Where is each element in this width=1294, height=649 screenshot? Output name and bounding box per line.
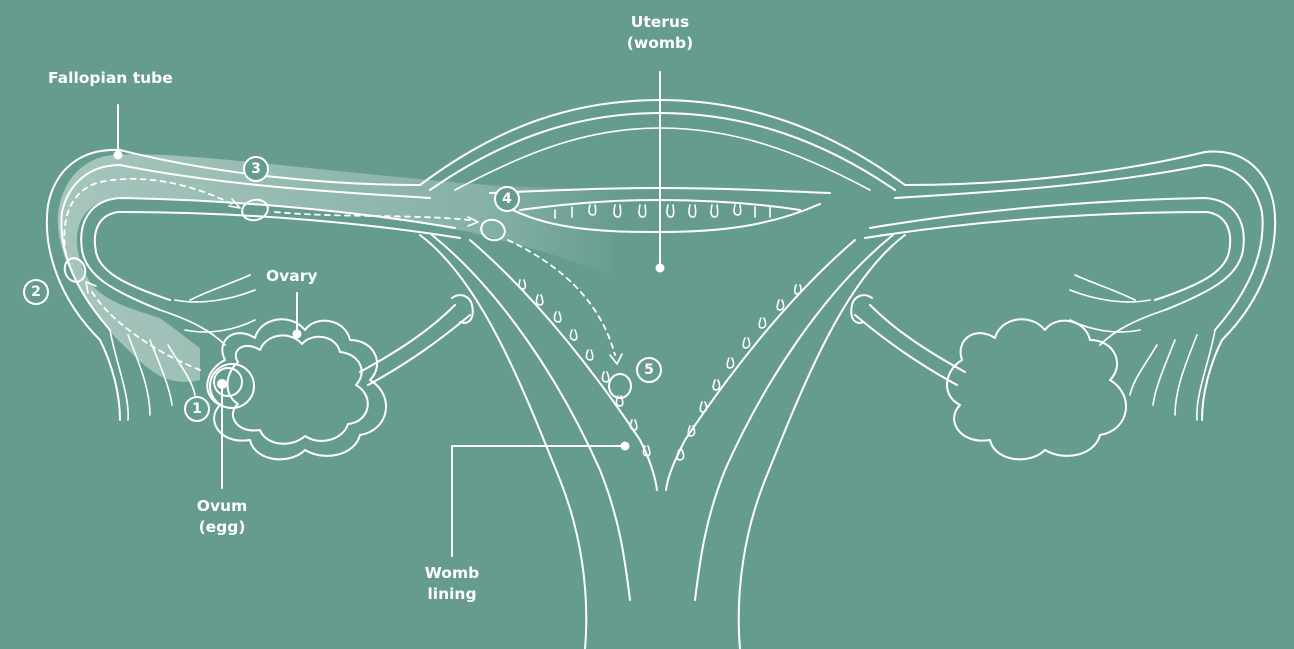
- right-ovary: [851, 295, 1126, 459]
- egg-step-5: [609, 374, 631, 398]
- step-2-marker: 2: [23, 279, 49, 305]
- womb-lining-label-line1: Womb: [404, 563, 500, 584]
- uterus-label-line2: (womb): [612, 33, 708, 54]
- uterus-label: Uterus (womb): [612, 12, 708, 54]
- step-1-marker: 1: [184, 396, 210, 422]
- ovary-label: Ovary: [266, 266, 318, 287]
- womb-lining-label-line2: lining: [404, 584, 500, 605]
- label-pointers: [114, 72, 665, 556]
- ovum-label-line2: (egg): [180, 517, 264, 538]
- step-5-marker: 5: [636, 357, 662, 383]
- womb-lining-label: Womb lining: [404, 563, 500, 605]
- ovum-label: Ovum (egg): [180, 496, 264, 538]
- left-ovary: [207, 295, 472, 459]
- step-3-marker: 3: [243, 156, 269, 182]
- uterus-label-line1: Uterus: [612, 12, 708, 33]
- right-fallopian-tube: [865, 152, 1275, 420]
- fallopian-tube-label: Fallopian tube: [48, 68, 173, 89]
- step-4-marker: 4: [494, 186, 520, 212]
- ovum-label-line1: Ovum: [180, 496, 264, 517]
